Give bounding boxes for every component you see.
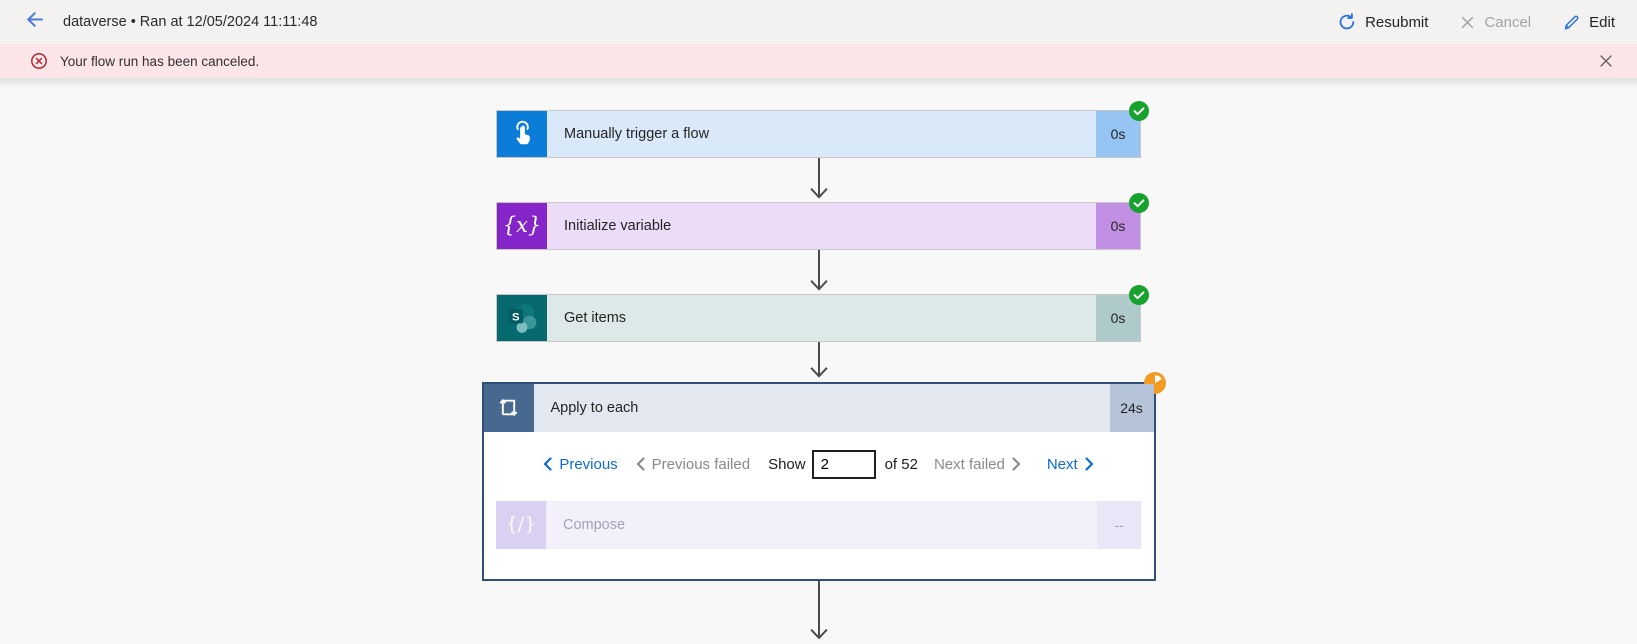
connector-arrow bbox=[809, 157, 828, 199]
resubmit-button[interactable]: Resubmit bbox=[1338, 13, 1428, 31]
cancel-x-icon bbox=[1460, 15, 1475, 30]
next-button[interactable]: Next bbox=[1047, 456, 1094, 473]
show-label: Show bbox=[768, 455, 806, 473]
action-card-apply-to-each[interactable]: Apply to each 24s bbox=[483, 383, 1154, 432]
chevron-right-icon bbox=[1085, 457, 1094, 471]
iteration-number-input[interactable] bbox=[811, 449, 876, 479]
next-failed-label: Next failed bbox=[933, 455, 1005, 473]
resubmit-label: Resubmit bbox=[1365, 13, 1429, 31]
cancel-button[interactable]: Cancel bbox=[1460, 14, 1531, 31]
banner-message: Your flow run has been canceled. bbox=[60, 53, 260, 69]
manual-trigger-icon bbox=[497, 111, 547, 157]
compose-glyph: {/} bbox=[505, 513, 537, 536]
flow-canvas: Manually trigger a flow 0s {x} Initializ… bbox=[0, 78, 1637, 644]
next-failed-button[interactable]: Next failed bbox=[934, 456, 1021, 473]
success-badge bbox=[1129, 193, 1149, 214]
canceled-banner: Your flow run has been canceled. bbox=[0, 44, 1637, 78]
sharepoint-icon: S bbox=[497, 295, 547, 341]
cancel-label: Cancel bbox=[1484, 13, 1532, 31]
loop-iteration-pagination: Previous Previous failed Show of 52 Next… bbox=[543, 449, 1094, 479]
loop-icon bbox=[483, 383, 534, 432]
compose-icon: {/} bbox=[496, 500, 546, 549]
action-card-get-items[interactable]: S Get items 0s bbox=[496, 285, 1149, 342]
chevron-left-icon bbox=[543, 457, 552, 471]
previous-failed-label: Previous failed bbox=[651, 455, 751, 473]
connector-arrow bbox=[809, 580, 828, 639]
svg-text:S: S bbox=[512, 312, 520, 324]
edit-label: Edit bbox=[1589, 13, 1615, 31]
action-title: Manually trigger a flow bbox=[564, 125, 710, 142]
edit-pencil-icon bbox=[1563, 14, 1580, 31]
topbar: dataverse • Ran at 12/05/2024 11:11:48 R… bbox=[0, 0, 1637, 44]
back-arrow-icon bbox=[24, 9, 45, 35]
edit-button[interactable]: Edit bbox=[1563, 14, 1615, 31]
action-title: Get items bbox=[564, 310, 627, 327]
connector-arrow bbox=[809, 341, 828, 378]
chevron-right-icon bbox=[1012, 457, 1021, 471]
action-duration: -- bbox=[1097, 500, 1141, 549]
action-duration: 0s bbox=[1096, 111, 1140, 157]
action-title: Compose bbox=[563, 516, 626, 533]
run-title: dataverse • Ran at 12/05/2024 11:11:48 bbox=[63, 14, 318, 30]
next-label: Next bbox=[1046, 455, 1078, 473]
apply-to-each-container: Apply to each 24s Previous Previous fail… bbox=[481, 371, 1166, 581]
success-badge bbox=[1129, 285, 1149, 306]
iteration-total-label: of 52 bbox=[884, 455, 918, 473]
action-card-initialize-variable[interactable]: {x} Initialize variable 0s bbox=[496, 193, 1149, 250]
action-card-manually-trigger[interactable]: Manually trigger a flow 0s bbox=[496, 101, 1149, 158]
previous-label: Previous bbox=[559, 455, 618, 473]
action-title: Initialize variable bbox=[564, 217, 672, 234]
banner-close-icon[interactable] bbox=[1595, 50, 1617, 72]
back-button[interactable] bbox=[24, 9, 45, 35]
previous-button[interactable]: Previous bbox=[543, 455, 618, 473]
previous-failed-button[interactable]: Previous failed bbox=[636, 456, 750, 473]
action-card-compose[interactable]: {/} Compose -- bbox=[496, 500, 1141, 549]
resubmit-icon bbox=[1338, 13, 1356, 31]
action-duration: 24s bbox=[1109, 383, 1154, 432]
success-badge bbox=[1129, 101, 1149, 121]
connector-arrow bbox=[809, 249, 828, 291]
variable-glyph: {x} bbox=[502, 213, 542, 238]
error-circle-icon bbox=[30, 52, 48, 70]
variable-icon: {x} bbox=[497, 203, 547, 249]
chevron-left-icon bbox=[636, 457, 645, 471]
action-title: Apply to each bbox=[550, 399, 639, 416]
